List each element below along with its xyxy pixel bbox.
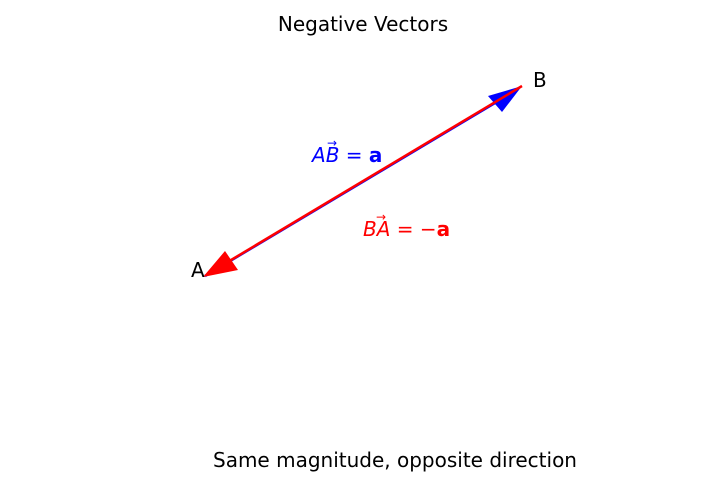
vector-ab-arrow-accent: →: [327, 136, 337, 150]
point-a-label: A: [191, 258, 205, 282]
vector-ba-rhs: a: [437, 217, 451, 241]
vector-ba-arrow-accent: →: [376, 210, 386, 224]
vector-ba-label: → BA = −a: [363, 210, 450, 241]
vector-ab-rhs: a: [369, 143, 383, 167]
diagram-title: Negative Vectors: [278, 12, 448, 36]
vector-ba-to: A: [375, 217, 391, 241]
vector-ab-to: B: [326, 143, 340, 167]
vector-ba-from: B: [363, 217, 377, 241]
vector-ba-shaft: [220, 84, 523, 268]
diagram-caption: Same magnitude, opposite direction: [213, 448, 577, 472]
vector-ab-equation: AB = a: [310, 143, 382, 167]
vector-ba-equals: = −: [390, 217, 436, 241]
point-b-label: B: [533, 68, 547, 92]
vector-ab-label: → AB = a: [310, 136, 382, 167]
vector-ab-from: A: [310, 143, 326, 167]
vector-ba-arrow: [203, 84, 523, 277]
vector-ba-arrowhead: [203, 251, 238, 277]
vector-ba-equation: BA = −a: [363, 217, 450, 241]
vector-ab-equals: =: [339, 143, 368, 167]
